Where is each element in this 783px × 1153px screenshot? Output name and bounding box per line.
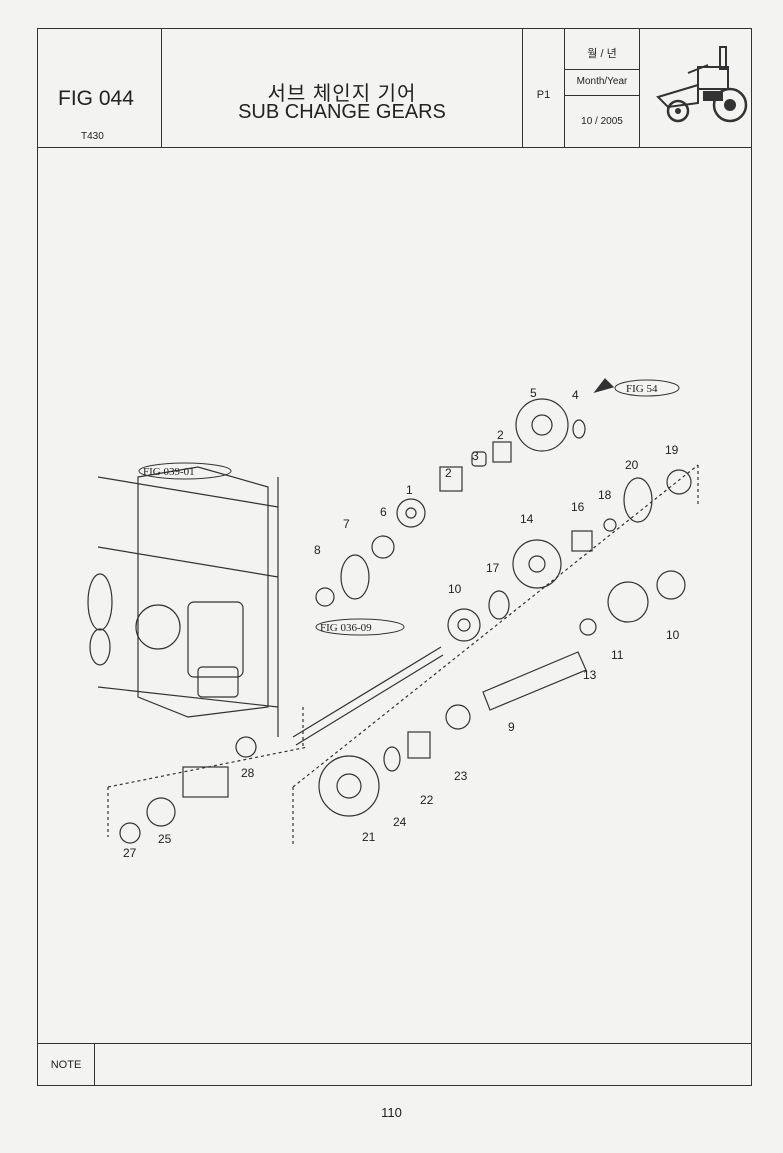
callout: 5 xyxy=(530,386,537,400)
callout: 19 xyxy=(665,443,679,457)
callout: 27 xyxy=(123,846,137,860)
note-label: NOTE xyxy=(38,1044,95,1086)
reference-labels: FIG 039-01 FIG 036-09 FIG 54 xyxy=(138,379,680,636)
page-number: 110 xyxy=(381,1105,402,1120)
ref-fig-036-09: FIG 036-09 xyxy=(320,622,372,634)
callouts: 1 2 2 3 4 5 6 7 8 9 10 10 11 13 14 16 17… xyxy=(123,386,680,860)
callout: 8 xyxy=(314,543,321,557)
callout: 10 xyxy=(666,628,680,642)
date-cell: 월 / 년 Month/Year 10 / 2005 xyxy=(565,29,640,147)
date-value: 10 / 2005 xyxy=(581,116,623,127)
page-frame: FIG 044 T430 서브 체인지 기어 SUB CHANGE GEARS … xyxy=(37,28,752,1086)
callout: 24 xyxy=(393,815,407,829)
callout: 14 xyxy=(520,512,534,526)
callout: 11 xyxy=(611,648,624,662)
callout: 16 xyxy=(571,500,585,514)
callout: 13 xyxy=(583,668,597,682)
callout: 4 xyxy=(572,388,579,402)
title-english: SUB CHANGE GEARS xyxy=(238,101,446,123)
callout: 10 xyxy=(448,582,462,596)
fig-cell: FIG 044 T430 xyxy=(38,29,162,147)
fig-number: FIG 044 xyxy=(58,87,134,110)
date-label-english: Month/Year xyxy=(565,69,639,96)
callout: 17 xyxy=(486,561,500,575)
callout: 1 xyxy=(406,483,413,497)
callout: 20 xyxy=(625,458,639,472)
exploded-diagram: FIG 039-01 FIG 036-09 FIG 54 1 2 2 3 4 5… xyxy=(87,378,699,860)
page-code-cell: P1 xyxy=(523,29,565,147)
callout: 25 xyxy=(158,832,172,846)
model-code: T430 xyxy=(81,131,104,142)
title-cell: 서브 체인지 기어 SUB CHANGE GEARS xyxy=(162,29,523,147)
callout: 22 xyxy=(420,793,434,807)
callout: 2 xyxy=(445,466,452,480)
callout: 23 xyxy=(454,769,468,783)
date-label-korean: 월 / 년 xyxy=(565,39,639,70)
ref-fig-54: FIG 54 xyxy=(626,383,658,395)
note-row: NOTE xyxy=(38,1043,751,1086)
page-code: P1 xyxy=(536,89,551,101)
callout: 3 xyxy=(472,449,479,463)
callout: 6 xyxy=(380,505,387,519)
title-korean: 서브 체인지 기어 xyxy=(267,83,417,105)
callout: 9 xyxy=(508,720,515,734)
callout: 7 xyxy=(343,517,350,531)
ref-fig-039-01: FIG 039-01 xyxy=(143,466,195,478)
callout: 2 xyxy=(497,428,504,442)
logo-cell xyxy=(640,29,753,147)
header: FIG 044 T430 서브 체인지 기어 SUB CHANGE GEARS … xyxy=(38,29,751,148)
callout: 18 xyxy=(598,488,612,502)
tractor-icon xyxy=(656,46,748,123)
callout: 28 xyxy=(241,766,255,780)
callout: 21 xyxy=(362,830,376,844)
